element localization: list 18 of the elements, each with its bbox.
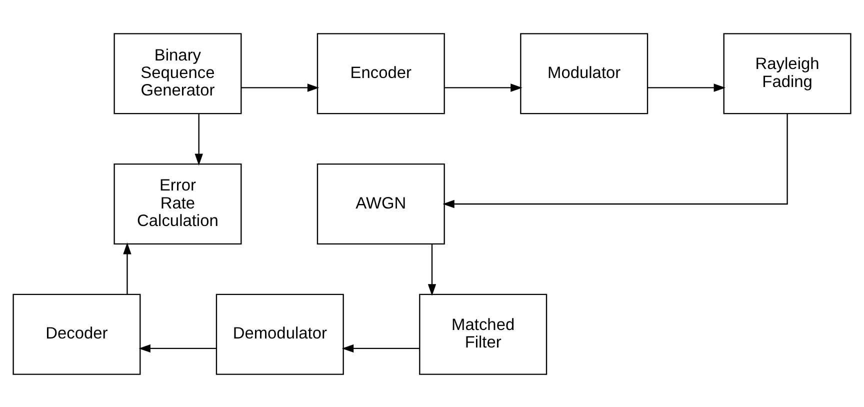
- arrow: [428, 244, 436, 296]
- arrow: [444, 83, 522, 92]
- arrow: [138, 344, 216, 352]
- arrow: [648, 83, 726, 92]
- node-box: Modulator: [520, 32, 648, 114]
- arrow: [194, 113, 203, 165]
- arrow: [241, 83, 320, 92]
- arrow: [442, 113, 788, 208]
- node-box: Matched Filter: [419, 293, 548, 374]
- node-box: Rayleigh Fading: [723, 32, 852, 114]
- arrow: [342, 344, 420, 352]
- node-box: Binary Sequence Generator: [114, 32, 242, 114]
- node-box: Decoder: [12, 293, 141, 374]
- node-box: Error Rate Calculation: [114, 162, 242, 244]
- node-box: AWGN: [316, 162, 445, 244]
- arrow: [123, 242, 132, 294]
- node-box: Demodulator: [216, 293, 344, 374]
- node-box: Encoder: [316, 32, 445, 114]
